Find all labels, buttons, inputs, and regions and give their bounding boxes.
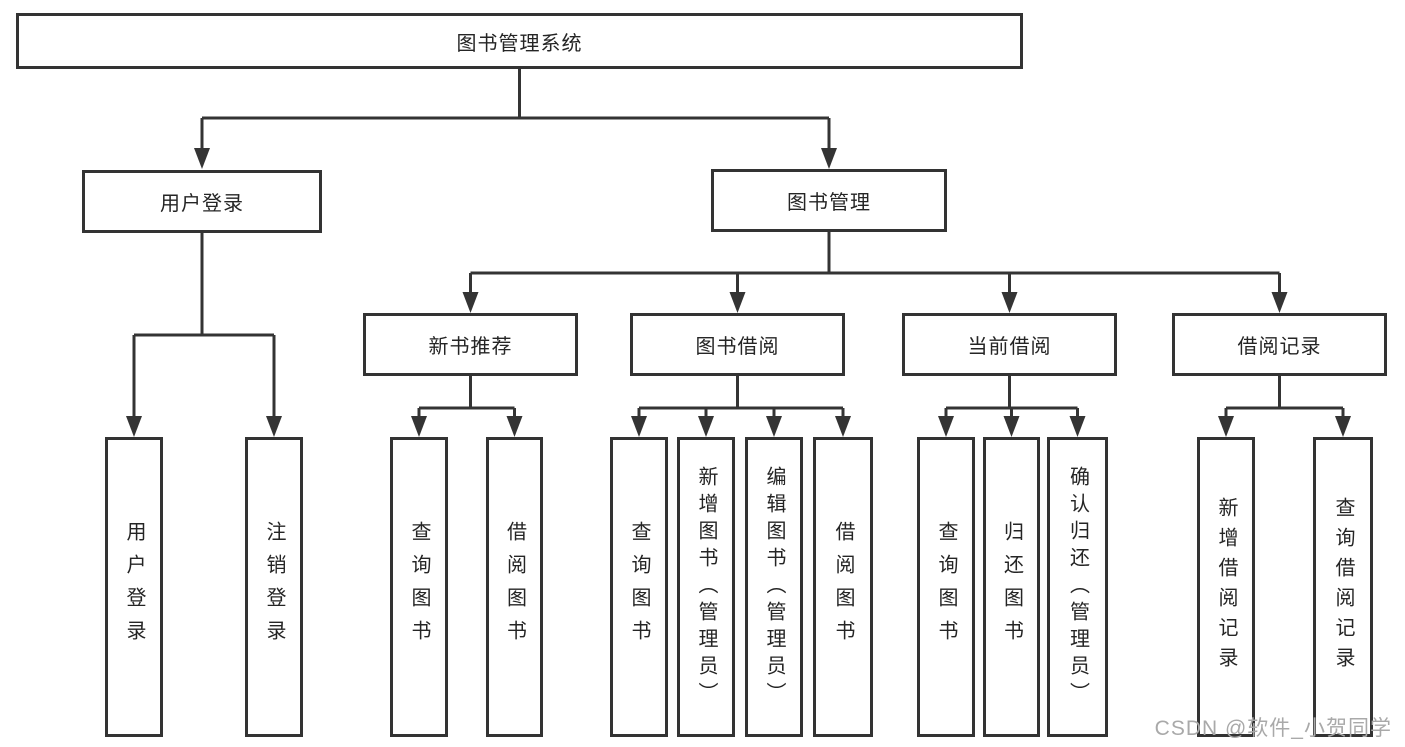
node-label: 查询图书 [408,521,430,653]
leaf-query-books-recommend: 查询图书 [390,437,448,737]
node-borrowing-records: 借阅记录 [1172,313,1387,376]
leaf-borrow-books-recommend: 借阅图书 [486,437,543,737]
leaf-add-borrow-record: 新增借阅记录 [1197,437,1255,737]
node-book-borrowing: 图书借阅 [630,313,845,376]
node-label: 查询图书 [628,521,650,653]
leaf-return-books: 归还图书 [983,437,1040,737]
node-library-management-system: 图书管理系统 [16,13,1023,69]
leaf-query-borrow-record: 查询借阅记录 [1313,437,1373,737]
leaf-borrow-books: 借阅图书 [813,437,873,737]
node-new-book-recommendation: 新书推荐 [363,313,578,376]
node-label: 借阅图书 [503,521,526,653]
node-current-borrowing: 当前借阅 [902,313,1117,376]
node-label: 借阅图书 [832,521,854,653]
leaf-logout: 注销登录 [245,437,303,737]
node-label: 新书推荐 [428,336,513,358]
node-label: 借阅记录 [1237,336,1322,358]
leaf-user-login: 用户登录 [105,437,163,737]
node-label: 当前借阅 [967,336,1052,358]
node-label: 用户登录 [123,521,145,653]
csdn-watermark: CSDN @软件_小贺同学 [1154,717,1392,740]
node-label: 注销登录 [263,521,285,653]
node-label: 确认归还（管理员） [1066,465,1089,709]
node-label: 新增图书（管理员） [695,465,717,709]
node-label: 图书借阅 [695,336,780,358]
node-label: 查询图书 [935,521,957,653]
leaf-edit-book-admin: 编辑图书（管理员） [745,437,803,737]
node-label: 查询借阅记录 [1332,497,1354,677]
leaf-confirm-return-admin: 确认归还（管理员） [1047,437,1108,737]
node-book-management: 图书管理 [711,169,947,232]
leaf-add-book-admin: 新增图书（管理员） [677,437,735,737]
node-label: 新增借阅记录 [1215,497,1237,677]
node-label: 图书管理系统 [456,32,583,55]
node-label: 归还图书 [1000,521,1023,653]
node-label: 编辑图书（管理员） [763,465,785,709]
node-user-login: 用户登录 [82,170,322,233]
leaf-query-books-borrow: 查询图书 [610,437,668,737]
leaf-query-books-current: 查询图书 [917,437,975,737]
node-label: 图书管理 [787,192,871,214]
node-label: 用户登录 [160,193,244,215]
